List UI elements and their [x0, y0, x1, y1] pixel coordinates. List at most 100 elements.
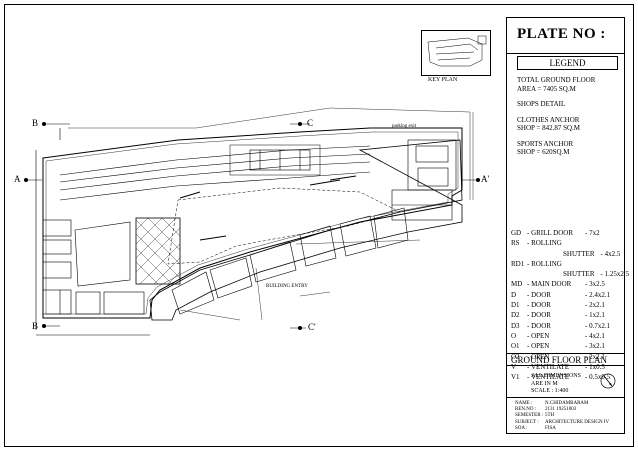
info-row: SOA : FISA [515, 426, 624, 432]
code-name: - ROLLING [527, 239, 562, 248]
info-key: SOA : [515, 425, 528, 431]
door-code-row: GD - GRILL DOOR - 7x2 [511, 228, 623, 238]
code-abbr: D1 [511, 301, 520, 310]
north-arrow-icon [600, 373, 616, 389]
code-name: - VENTILATE [527, 362, 570, 371]
info-row: SUBJECT : ARCHITECTURE DESIGN IV [515, 420, 624, 426]
code-size: - 4x2.1 [585, 331, 605, 340]
clothes-line-1: CLOTHES ANCHOR [517, 115, 580, 124]
code-size [585, 259, 623, 269]
dims-line-2: ARE IN M [531, 380, 558, 387]
legend-area-notes: TOTAL GROUND FLOOR AREA = 7405 SQ.M SHOP… [517, 76, 617, 164]
info-value: ARCHITECTURE DESIGN IV [545, 419, 610, 425]
info-value: 2131 19251003 [545, 407, 577, 413]
door-code-row: O2- OPEN- 2x2.1 [511, 352, 623, 362]
code-size: - 3x2.5 [585, 280, 605, 289]
info-key: NAME : [515, 401, 533, 406]
door-code-row: MD - MAIN DOOR - 3x2.5 [511, 279, 623, 289]
code-abbr: RS [511, 239, 520, 248]
dimension-notes: ALL DIMENSIONS ARE IN M SCALE : 1:400 [531, 373, 581, 396]
code-size: - 3x2.1 [585, 342, 605, 351]
code-name: SHUTTER [563, 270, 595, 279]
legend-heading: LEGEND [517, 56, 618, 70]
clothes-line-2: SHOP = 842.87 SQ.M [517, 124, 581, 132]
section-marker-c-prime [298, 326, 302, 330]
code-name: - ROLLING [527, 259, 562, 268]
code-abbr: MD [511, 280, 523, 289]
code-abbr: O1 [511, 342, 520, 351]
code-size: - 1.25x2.5 [600, 270, 630, 279]
info-key: SEMESTER : [515, 413, 544, 419]
section-marker-a [24, 178, 28, 182]
code-size: - 7x2 [585, 229, 600, 237]
code-abbr: V1 [511, 373, 520, 382]
info-value: FISA [545, 425, 556, 431]
section-marker-c [298, 122, 302, 126]
info-row: REN.NO : 2131 19251003 [515, 407, 624, 413]
student-info: NAME : N.CHIDAMBARAM REN.NO : 2131 19251003… [507, 397, 624, 432]
key-plan-drawing [427, 35, 487, 67]
code-name: - DOOR [527, 290, 551, 299]
code-abbr: V [511, 362, 517, 371]
section-marker-b-bottom [42, 324, 46, 328]
drawing-sheet [4, 4, 634, 447]
info-value: N.CHIDAMBARAM [545, 401, 589, 406]
info-key: SUBJECT : [515, 419, 539, 425]
code-name: - OPEN [527, 331, 550, 340]
code-name: - OPEN [527, 342, 550, 351]
code-size [585, 238, 623, 248]
code-size: - 2.4x2.1 [585, 290, 611, 299]
section-label-c-prime: C' [308, 322, 316, 332]
building-entry-label: BUILDING ENTRY [266, 284, 308, 289]
door-code-row: SHUTTER - 4x2.5 [511, 249, 623, 259]
info-key: REN.NO : [515, 407, 537, 413]
code-abbr: O [511, 331, 517, 340]
parking-exit-label: parking exit [392, 124, 417, 129]
code-name: SHUTTER [563, 249, 595, 258]
code-size: - 1x0.5 [585, 362, 605, 371]
door-code-row: RD1- ROLLING [511, 259, 623, 269]
area-line-1: TOTAL GROUND FLOOR [517, 76, 596, 84]
shops-detail: SHOPS DETAIL [517, 100, 566, 108]
key-plan-frame [421, 30, 491, 76]
plate-number: PLATE NO : [507, 18, 624, 54]
section-label-b-bottom: B [32, 321, 39, 331]
code-size: - 1x2.1 [585, 311, 605, 320]
sports-line-1: SPORTS ANCHOR [517, 139, 574, 148]
title-block: PLATE NO : LEGEND TOTAL GROUND FLOOR ARE… [506, 17, 629, 434]
code-name: - GRILL DOOR [527, 229, 574, 237]
dims-line-3: SCALE : 1:400 [531, 388, 569, 394]
key-plan-label: KEY PLAN [428, 77, 458, 83]
door-code-row: O - OPEN - 4x2.1 [511, 331, 623, 341]
door-code-row: V1- VENTILATE- 0.5x0.5 [511, 372, 623, 382]
info-row: SEMESTER :5TH [515, 413, 624, 419]
section-marker-a-prime [476, 178, 480, 182]
code-size: - 2x2.1 [585, 352, 605, 361]
door-code-row: V - VENTILATE - 1x0.5 [511, 362, 623, 372]
code-abbr: D2 [511, 311, 520, 320]
door-code-row: D2- DOOR- 1x2.1 [511, 310, 623, 320]
code-name: - MAIN DOOR [527, 280, 572, 289]
dims-line-1: ALL DIMENSIONS [531, 373, 581, 379]
code-size: - 0.5x0.5 [585, 373, 611, 382]
door-code-row: D - DOOR - 2.4x2.1 [511, 290, 623, 300]
section-label-a-prime: A' [481, 174, 490, 184]
door-code-row: RS - ROLLING [511, 238, 623, 248]
door-code-row: D1 - DOOR - 2x2.1 [511, 300, 623, 310]
door-code-row: D3- DOOR- 0.7x2.1 [511, 321, 623, 331]
code-abbr: O2 [511, 352, 520, 361]
code-abbr: D [511, 290, 517, 299]
section-label-b: B [32, 118, 39, 128]
code-abbr: GD [511, 229, 522, 237]
code-name: - DOOR [527, 301, 551, 310]
info-value: 5TH [545, 413, 555, 419]
code-size: - 2x2.1 [585, 301, 605, 310]
door-code-row: O1 - OPEN - 3x2.1 [511, 341, 623, 351]
hatched-void [135, 217, 181, 285]
info-row: NAME : N.CHIDAMBARAM [515, 401, 624, 407]
code-size: - 4x2.5 [600, 249, 621, 258]
sheet-title: GROUND FLOOR PLAN [507, 353, 624, 366]
code-size: - 0.7x2.1 [585, 321, 611, 330]
